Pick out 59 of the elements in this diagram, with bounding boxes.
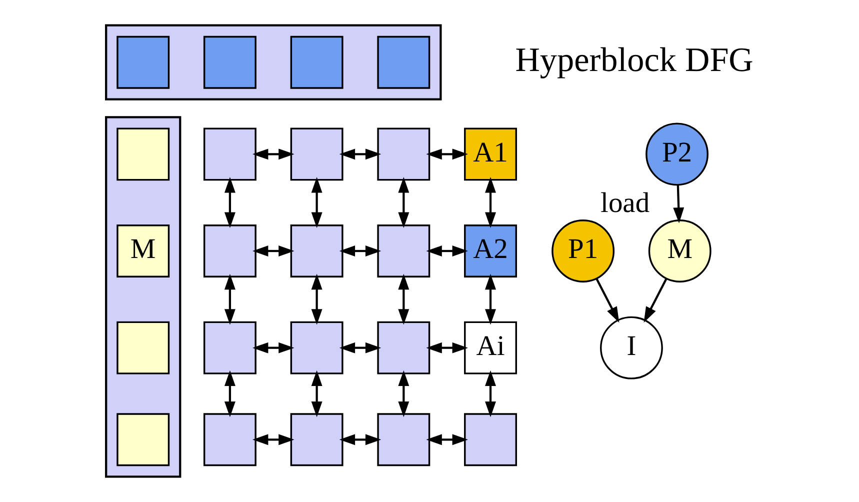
node-circle: I [600,316,662,380]
arrow [224,370,235,418]
node-box [116,128,170,181]
node-box [202,128,256,181]
arrow [224,177,235,228]
arrow [672,184,684,224]
arrow [338,246,381,256]
arrow [338,434,381,446]
arrow [224,274,235,325]
node-box [290,413,343,466]
arrow [252,434,294,446]
node-box [376,36,430,89]
arrow [426,246,468,256]
arrow [252,148,294,160]
node-label: load [600,188,650,219]
arrow [252,342,294,354]
arrow [398,370,409,418]
node-box [290,224,343,278]
arrow [398,274,409,325]
cluster [104,116,181,478]
cluster [104,24,442,100]
node-box [202,224,256,278]
node-box [376,224,430,278]
node-circle: P2 [645,122,708,186]
arrow [426,342,468,354]
arrow [310,370,322,418]
arrow [338,342,381,354]
node-box [202,321,256,374]
arrow [484,274,496,325]
node-box [376,321,430,374]
arrow [643,278,667,323]
node-box [202,36,256,89]
arrow [310,177,322,228]
node-circle: P1 [551,220,614,282]
node-box [116,413,170,466]
node-box [290,321,343,374]
node-box: A2 [464,224,516,278]
node-box [116,36,170,89]
node-box: M [116,224,170,278]
arrow [310,274,322,325]
node-box [376,413,430,466]
node-box: A1 [464,128,516,181]
node-box [376,128,430,181]
node-circle: M [648,220,711,282]
arrow [252,246,294,256]
node-box: Ai [464,321,516,374]
node-box [202,413,256,466]
arrow [398,177,409,228]
arrow [484,370,496,418]
node-box [290,128,343,181]
arrow [338,148,381,160]
label: Hyperblock DFG [514,42,753,80]
arrow [484,177,496,228]
node-box [464,413,516,466]
arrow [426,148,468,160]
arrow [426,434,468,446]
arrow [595,278,619,323]
node-box [290,36,343,89]
node-box [116,321,170,374]
